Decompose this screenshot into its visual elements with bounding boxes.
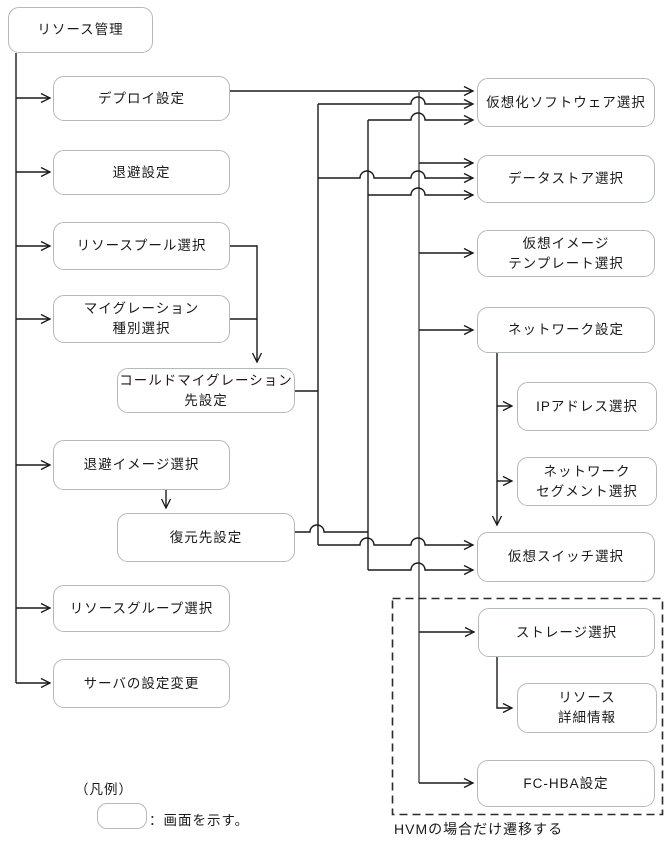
node-resource-group-select: リソースグループ選択 [53, 585, 230, 632]
edge-resource-pool-to-cold-migration [230, 245, 263, 364]
edge-restore-to-virt-switch [368, 562, 475, 576]
legend-title: （凡例） [75, 782, 133, 797]
node-deploy-settings: デプロイ設定 [53, 76, 230, 121]
node-network-segment-select: ネットワーク セグメント選択 [517, 457, 657, 506]
hvm-group-border [391, 597, 664, 816]
edge-storage-to-resource-detail [496, 657, 514, 714]
edge-restore-to-datastore [368, 187, 475, 201]
node-resource-detail-info: リソース 詳細情報 [517, 683, 657, 733]
node-fc-hba-settings: FC-HBA設定 [477, 760, 655, 807]
edge-cold-to-virt-software [318, 96, 475, 110]
edge-cold-to-virt-switch [318, 537, 475, 551]
hvm-group-caption: HVMの場合だけ遷移する [394, 821, 564, 837]
node-evacuation-settings: 退避設定 [53, 150, 230, 195]
node-resource-management: リソース管理 [8, 7, 153, 53]
node-restore-destination: 復元先設定 [117, 513, 295, 562]
node-migration-type-select: マイグレーション 種別選択 [53, 295, 230, 343]
node-virtual-switch-select: 仮想スイッチ選択 [477, 532, 655, 582]
node-evacuation-image-select: 退避イメージ選択 [53, 440, 230, 490]
node-network-settings: ネットワーク設定 [477, 307, 655, 353]
node-datastore-select: データストア選択 [477, 155, 655, 203]
node-ip-address-select: IPアドレス選択 [517, 382, 657, 431]
edge-restore-join [295, 524, 368, 533]
node-resource-pool-select: リソースプール選択 [53, 222, 230, 270]
legend-description: ：画面を示す。 [149, 813, 250, 828]
node-server-config-change: サーバの設定変更 [53, 659, 230, 708]
node-storage-select: ストレージ選択 [478, 608, 655, 657]
legend-screen-shape [97, 803, 147, 829]
edge-restore-to-virt-software [368, 112, 475, 126]
edge-cold-to-datastore [318, 170, 475, 184]
node-virtual-image-template-select: 仮想イメージ テンプレート選択 [477, 230, 655, 277]
node-virtualization-software-select: 仮想化ソフトウェア選択 [477, 78, 655, 127]
node-cold-migration-destination: コールドマイグレーション 先設定 [117, 368, 295, 413]
